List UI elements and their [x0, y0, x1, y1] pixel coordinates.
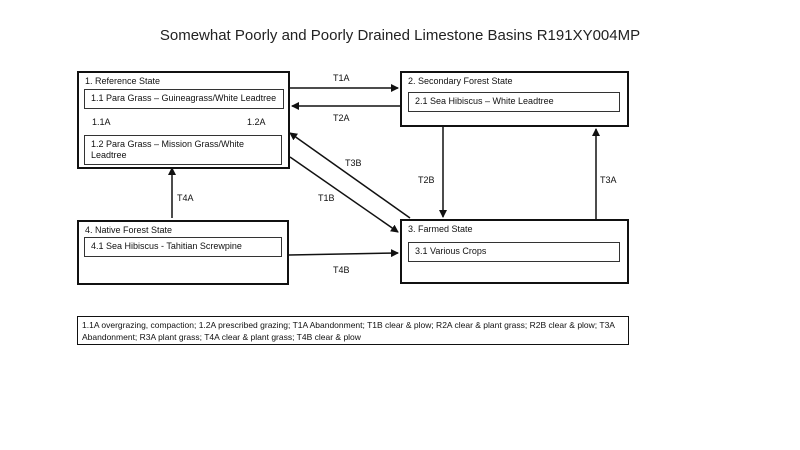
label-t3b: T3B [345, 158, 362, 168]
label-t2b: T2B [418, 175, 435, 185]
label-t4b: T4B [333, 265, 350, 275]
phase-1-1: 1.1 Para Grass – Guineagrass/White Leadt… [84, 89, 284, 109]
phase-1-2: 1.2 Para Grass – Mission Grass/White Lea… [84, 135, 282, 165]
label-t2a: T2A [333, 113, 350, 123]
label-t3a: T3A [600, 175, 617, 185]
arrow-t4b [288, 249, 399, 258]
transition-legend: 1.1A overgrazing, compaction; 1.2A presc… [77, 316, 629, 345]
label-1-2a: 1.2A [247, 117, 266, 127]
state-2-label: 2. Secondary Forest State [408, 76, 513, 86]
phase-2-1: 2.1 Sea Hibiscus – White Leadtree [408, 92, 620, 112]
state-3-label: 3. Farmed State [408, 224, 473, 234]
state-4-label: 4. Native Forest State [85, 225, 173, 235]
label-t4a: T4A [177, 193, 194, 203]
label-1-1a: 1.1A [92, 117, 111, 127]
label-t1b: T1B [318, 193, 335, 203]
arrow-t1b [289, 156, 399, 233]
diagram-title: Somewhat Poorly and Poorly Drained Limes… [159, 27, 641, 44]
state-1-label: 1. Reference State [85, 76, 161, 86]
label-t1a: T1A [333, 73, 350, 83]
arrow-t3b [289, 132, 411, 219]
phase-4-1: 4.1 Sea Hibiscus - Tahitian Screwpine [84, 237, 282, 257]
phase-3-1: 3.1 Various Crops [408, 242, 620, 262]
